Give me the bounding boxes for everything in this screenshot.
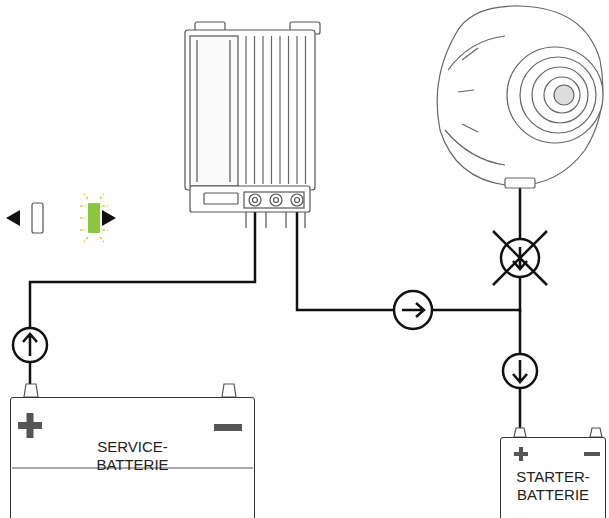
- battery-label: SERVICE- BATTERIE: [81, 438, 184, 474]
- heatsink-fin: [279, 36, 280, 184]
- charge-wire: [30, 200, 520, 437]
- heatsink-fin: [245, 36, 246, 184]
- heatsink-fin: [296, 36, 297, 184]
- heatsink-fin: [305, 36, 306, 184]
- heatsink-fin: [254, 36, 255, 184]
- battery-label: STARTER- BATTERIE: [509, 468, 597, 504]
- battery-box: STARTER- BATTERIE: [500, 437, 606, 518]
- heatsink-fin: [262, 36, 263, 184]
- battery-box: SERVICE- BATTERIE: [10, 397, 255, 518]
- heatsink-fin: [271, 36, 272, 184]
- led-indicator: [6, 194, 116, 242]
- alternator: [437, 6, 603, 188]
- heatsink-fin: [288, 36, 289, 184]
- dc-dc-charger: [185, 22, 320, 228]
- flow-symbol: [13, 231, 547, 388]
